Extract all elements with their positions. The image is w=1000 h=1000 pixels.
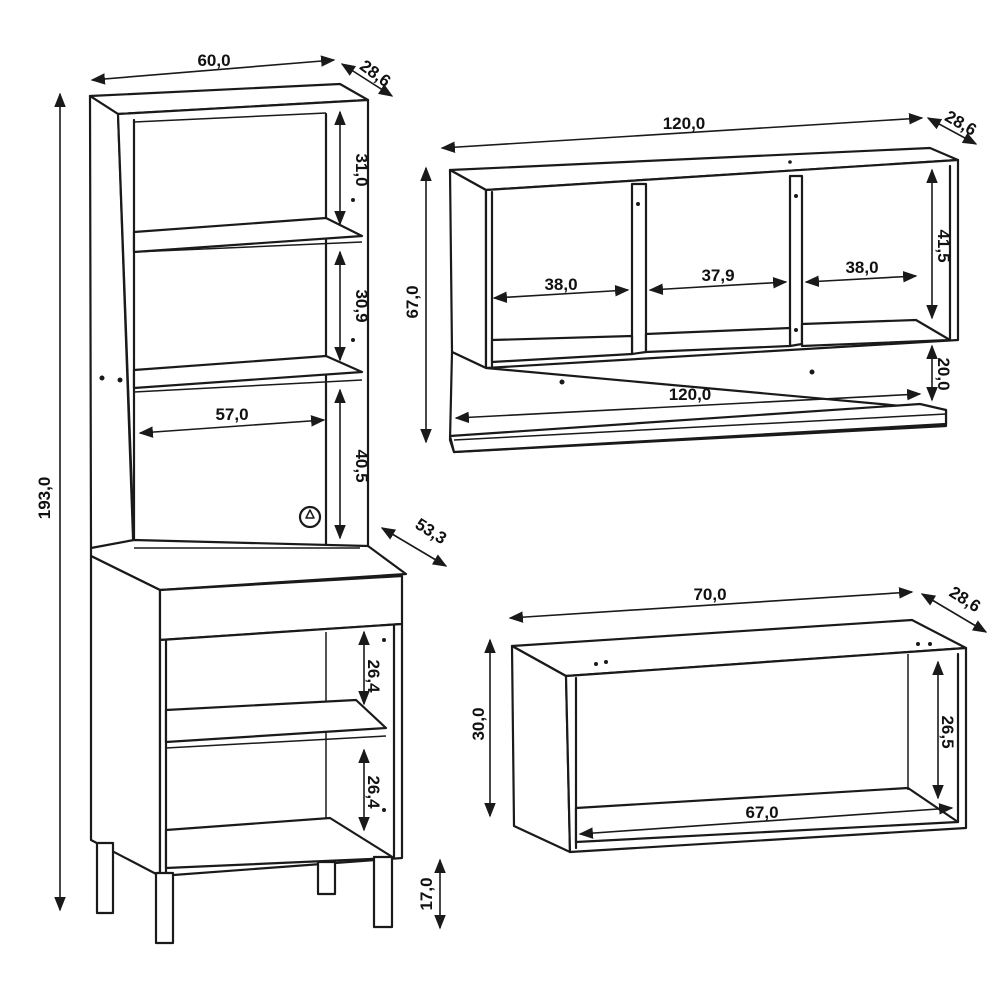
large-depth-label: 28,6 (942, 107, 980, 140)
wall-unit-small (510, 618, 968, 854)
wall-unit-large (448, 146, 960, 454)
foot-front-mid (154, 871, 175, 945)
shelf-width-label: 120,0 (669, 385, 712, 404)
tall-lower-left-side (89, 554, 162, 878)
shelf-gap-label: 20,0 (934, 357, 953, 390)
tall-cabinet (88, 82, 408, 945)
small-left-side (510, 644, 572, 854)
large-back (484, 158, 960, 370)
tall-lower-interior (158, 622, 404, 878)
tall-shelf-2 (132, 354, 364, 390)
tall-width-label: 60,0 (197, 51, 230, 70)
small-inner-width-label: 67,0 (745, 803, 778, 822)
compartment-2-label: 37,9 (701, 266, 734, 285)
small-height-label: 30,0 (469, 707, 488, 740)
large-divider-1 (630, 182, 648, 356)
shelf-2-label: 30,9 (352, 289, 371, 322)
lower-2-label: 26,4 (364, 775, 383, 809)
compartment-height-label: 41,5 (934, 229, 953, 262)
large-dimensions: 120,0 28,6 67,0 38,0 37,9 38,0 41,5 20,0… (403, 107, 980, 444)
small-width-label: 70,0 (693, 585, 726, 604)
foot-front-right (372, 855, 394, 929)
base-depth-label: 53,3 (412, 515, 450, 549)
tall-lower-shelf (164, 698, 388, 744)
large-bottom-3 (800, 318, 952, 348)
feet-label: 17,0 (417, 877, 436, 910)
tall-upper-back (116, 98, 370, 550)
large-left-side (448, 168, 488, 370)
large-height-label: 67,0 (403, 285, 422, 318)
large-bottom-1 (490, 334, 634, 364)
cable-hole-icon (298, 505, 322, 529)
foot-front-left (95, 841, 115, 915)
large-bottom-2 (644, 326, 792, 354)
small-inner-height-label: 26,5 (938, 715, 957, 748)
small-dimensions: 70,0 28,6 30,0 26,5 67,0 (469, 583, 988, 839)
tall-height-label: 193,0 (35, 477, 54, 520)
foot-back (316, 860, 337, 896)
compartment-3-label: 38,0 (845, 258, 878, 277)
niche-label: 40,5 (352, 449, 371, 482)
compartment-1-label: 38,0 (544, 275, 577, 294)
lower-1-label: 26,4 (364, 659, 383, 693)
tall-bottom (164, 816, 396, 870)
inner-width-label: 57,0 (215, 405, 248, 424)
tall-shelf-1 (132, 216, 364, 254)
large-width-label: 120,0 (663, 114, 706, 133)
shelf-1-label: 31,0 (352, 153, 371, 186)
large-divider-2 (788, 174, 804, 348)
